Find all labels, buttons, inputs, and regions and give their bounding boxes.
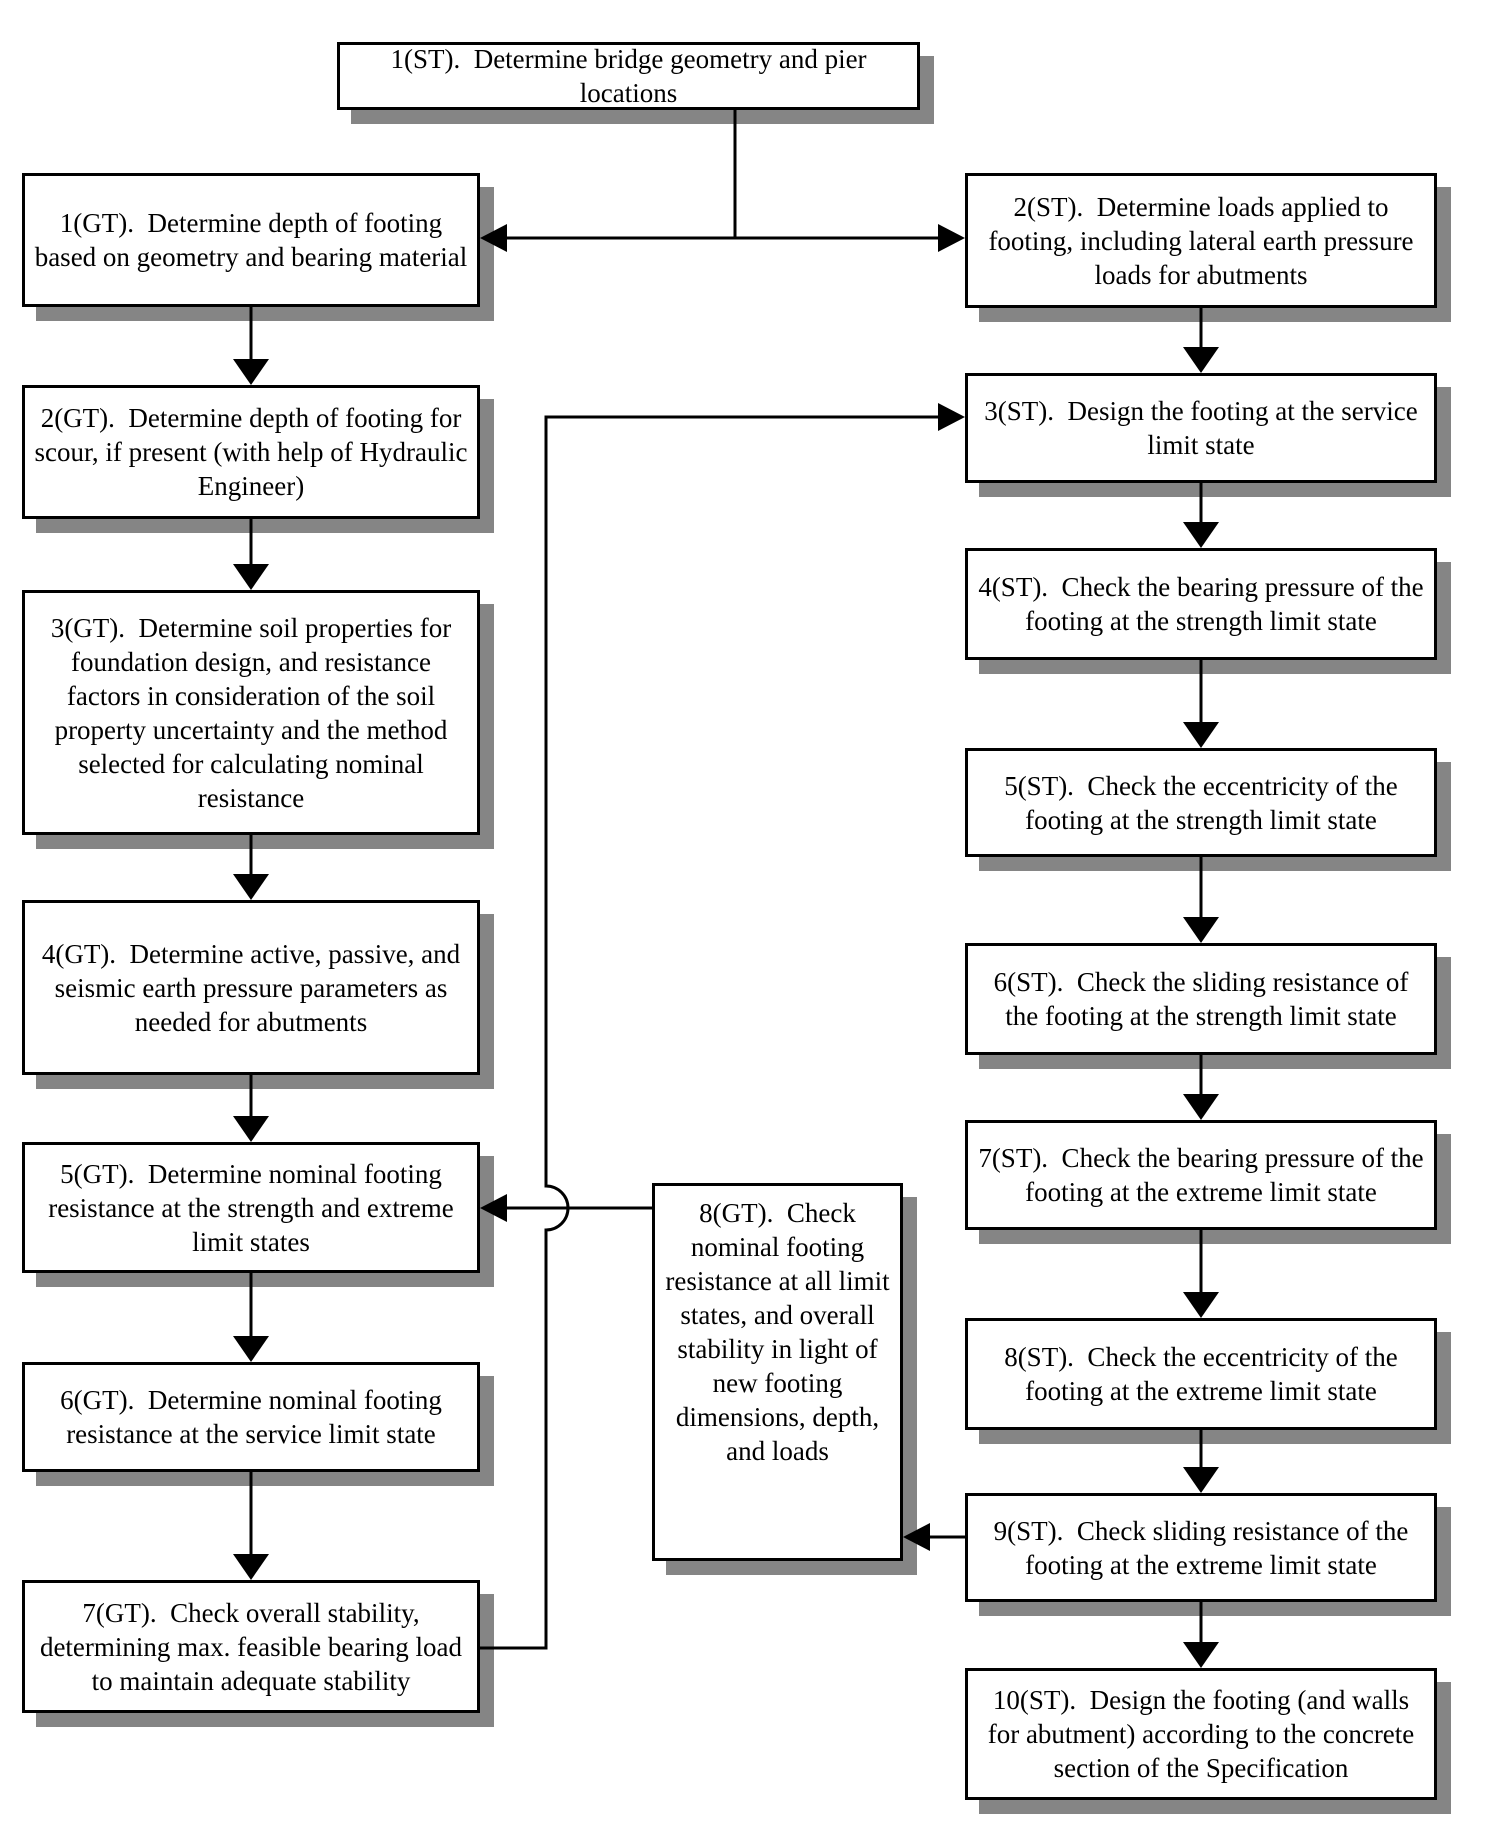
box-3gt-soil-properties: 3(GT). Determine soil properties for fou…: [22, 590, 480, 835]
box-2gt-scour-depth: 2(GT). Determine depth of footing for sc…: [22, 385, 480, 519]
arrow-st2-st3: [1183, 308, 1219, 373]
arrow-st3-st4: [1183, 483, 1219, 548]
arrowhead-into-1gt: [480, 224, 507, 252]
box-5st-eccentricity-strength: 5(ST). Check the eccentricity of the foo…: [965, 748, 1437, 857]
box-5gt-nominal-resistance-strength: 5(GT). Determine nominal footing resista…: [22, 1142, 480, 1273]
arrowhead-into-2st: [938, 224, 965, 252]
arrow-st6-st7: [1183, 1055, 1219, 1120]
box-7gt-overall-stability: 7(GT). Check overall stability, determin…: [22, 1580, 480, 1713]
arrow-st5-st6: [1183, 857, 1219, 943]
arrow-st9-gt8: [903, 1523, 965, 1551]
box-9st-sliding-extreme: 9(ST). Check sliding resistance of the f…: [965, 1493, 1437, 1602]
box-10st-concrete-design: 10(ST). Design the footing (and walls fo…: [965, 1668, 1437, 1800]
arrowhead-into-3st: [938, 403, 965, 431]
arrow-st4-st5: [1183, 660, 1219, 748]
box-1gt-footing-depth: 1(GT). Determine depth of footing based …: [22, 173, 480, 307]
box-1st-bridge-geometry: 1(ST). Determine bridge geometry and pie…: [337, 42, 920, 110]
box-3st-service-limit-design: 3(ST). Design the footing at the service…: [965, 373, 1437, 483]
connector-st1-split: [480, 108, 965, 252]
box-2st-loads-applied: 2(ST). Determine loads applied to footin…: [965, 173, 1437, 308]
arrow-gt2-gt3: [233, 519, 269, 590]
box-8gt-recheck-resistance: 8(GT). Check nominal footing resistance …: [652, 1183, 903, 1561]
arrow-st8-st9: [1183, 1430, 1219, 1493]
box-4st-bearing-strength: 4(ST). Check the bearing pressure of the…: [965, 548, 1437, 660]
arrow-gt4-gt5: [233, 1075, 269, 1142]
arrow-st7-st8: [1183, 1230, 1219, 1318]
arrow-st9-st10: [1183, 1602, 1219, 1668]
arrow-gt3-gt4: [233, 835, 269, 900]
arrow-gt5-gt6: [233, 1273, 269, 1362]
box-7st-bearing-extreme: 7(ST). Check the bearing pressure of the…: [965, 1120, 1437, 1230]
box-6st-sliding-strength: 6(ST). Check the sliding resistance of t…: [965, 943, 1437, 1055]
arrow-gt6-gt7: [233, 1472, 269, 1580]
box-8st-eccentricity-extreme: 8(ST). Check the eccentricity of the foo…: [965, 1318, 1437, 1430]
box-4gt-earth-pressure: 4(GT). Determine active, passive, and se…: [22, 900, 480, 1075]
arrow-gt1-gt2: [233, 307, 269, 385]
box-6gt-nominal-resistance-service: 6(GT). Determine nominal footing resista…: [22, 1362, 480, 1472]
arrow-gt8-gt5: [480, 1194, 652, 1222]
